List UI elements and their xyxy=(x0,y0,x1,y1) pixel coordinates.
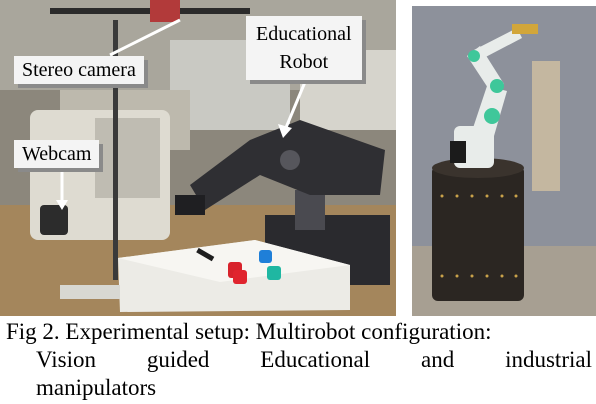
educational-robot-label: Educational Robot xyxy=(246,16,362,80)
figure-caption: Fig 2. Experimental setup: Multirobot co… xyxy=(6,318,592,402)
caption-line-3: manipulators xyxy=(36,375,157,400)
robot-gripper xyxy=(175,195,205,215)
camera-stand-pole xyxy=(113,20,118,280)
elbow-joint-accent xyxy=(490,79,504,93)
work-box-top xyxy=(118,240,350,282)
caption-line-2: Vision guided Educational and industrial xyxy=(6,346,592,374)
blue-piece xyxy=(259,250,272,263)
caption-word: and xyxy=(421,347,455,372)
caption-word: Educational xyxy=(260,347,371,372)
robot-pointer xyxy=(283,81,307,131)
teal-piece xyxy=(267,266,281,280)
caption-word: industrial xyxy=(505,347,592,372)
robot-column xyxy=(295,190,325,230)
end-effector-camera xyxy=(512,24,538,34)
webcam-device xyxy=(40,205,68,235)
caption-word: Vision xyxy=(36,347,96,372)
educational-robot-label-line1: Educational xyxy=(256,23,352,45)
power-strip xyxy=(60,285,120,299)
control-module xyxy=(450,141,466,163)
red-piece-2 xyxy=(233,270,247,284)
industrial-robot-forearm xyxy=(472,28,522,61)
industrial-robot-illustration xyxy=(412,6,596,316)
door-panel xyxy=(532,61,560,191)
stereo-camera-unit xyxy=(150,0,180,22)
cylinder-rivets xyxy=(440,194,518,278)
educational-robot-label-line2: Robot xyxy=(279,51,329,73)
caption-word: guided xyxy=(146,347,210,372)
right-photo-industrial-robot xyxy=(412,6,596,316)
left-photo-lab-scene: Stereo camera Webcam Educational Robot xyxy=(0,0,396,316)
shoulder-joint-accent xyxy=(484,108,500,124)
webcam-pointer-head xyxy=(56,200,68,210)
webcam-label: Webcam xyxy=(14,140,100,168)
wrist-joint-accent xyxy=(468,50,480,62)
stereo-camera-label: Stereo camera xyxy=(14,56,144,84)
caption-line-1: Fig 2. Experimental setup: Multirobot co… xyxy=(6,319,492,344)
robot-pointer-head xyxy=(278,124,292,138)
black-l-piece xyxy=(196,247,215,262)
stereo-camera-pointer xyxy=(109,18,181,57)
crt-screen xyxy=(95,118,160,198)
cylinder-base xyxy=(432,166,524,301)
robot-joint xyxy=(280,150,300,170)
